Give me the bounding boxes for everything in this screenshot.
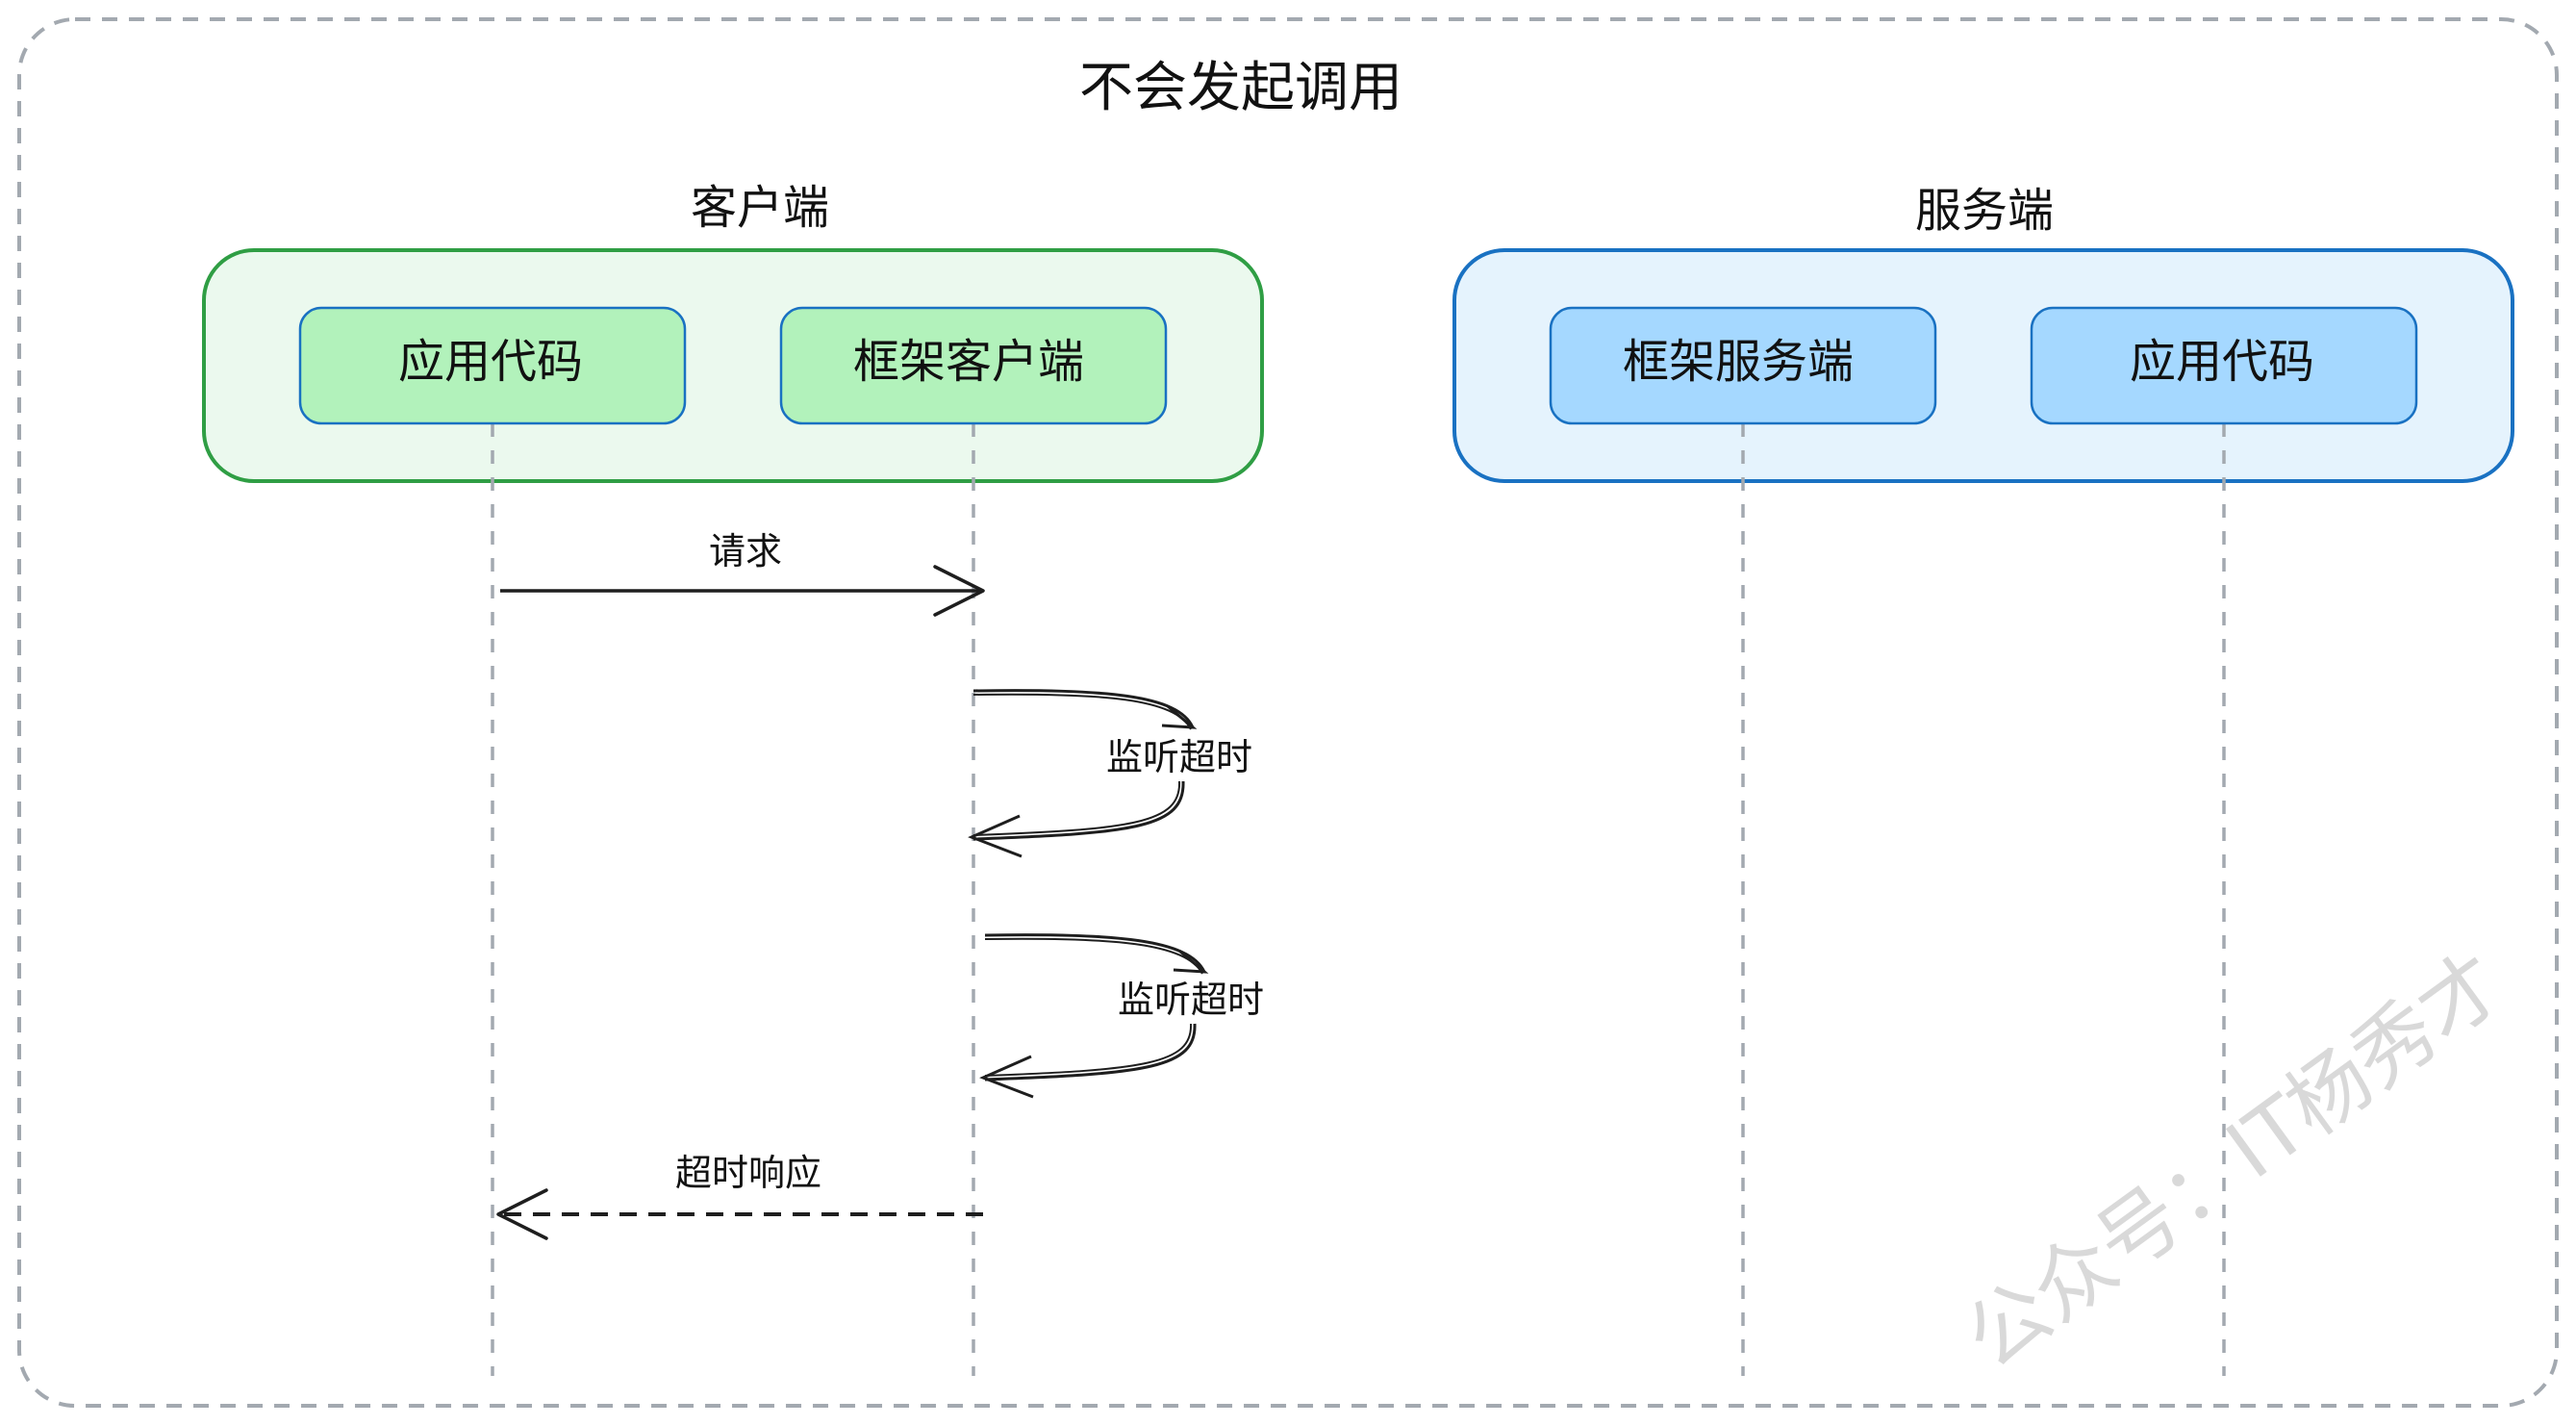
- participant-server-framework-label: 框架服务端: [1623, 335, 1854, 389]
- client-group-label: 客户端: [691, 181, 829, 235]
- participant-server-app: [2030, 306, 2418, 425]
- message-self-loop-2-label: 监听超时: [1118, 979, 1264, 1021]
- server-group-label: 服务端: [1915, 184, 2054, 238]
- message-self-loop-1-label: 监听超时: [1106, 736, 1252, 778]
- message-self-loop-1: [968, 689, 1198, 858]
- participant-client-app-label: 应用代码: [398, 335, 583, 389]
- participant-server-app-label: 应用代码: [2130, 335, 2314, 389]
- message-timeout-response-label: 超时响应: [675, 1152, 821, 1194]
- message-request-label: 请求: [709, 530, 782, 573]
- diagram-title: 不会发起调用: [1079, 57, 1402, 119]
- message-self-loop-2: [979, 933, 1209, 1099]
- participant-client-app: [298, 306, 687, 425]
- participant-client-framework-label: 框架客户端: [853, 335, 1084, 389]
- participant-client-framework: [779, 306, 1168, 425]
- participant-server-framework: [1549, 306, 1937, 425]
- watermark: 公众号：IT杨秀才: [1949, 935, 2521, 1387]
- outer-frame: [17, 17, 2559, 1408]
